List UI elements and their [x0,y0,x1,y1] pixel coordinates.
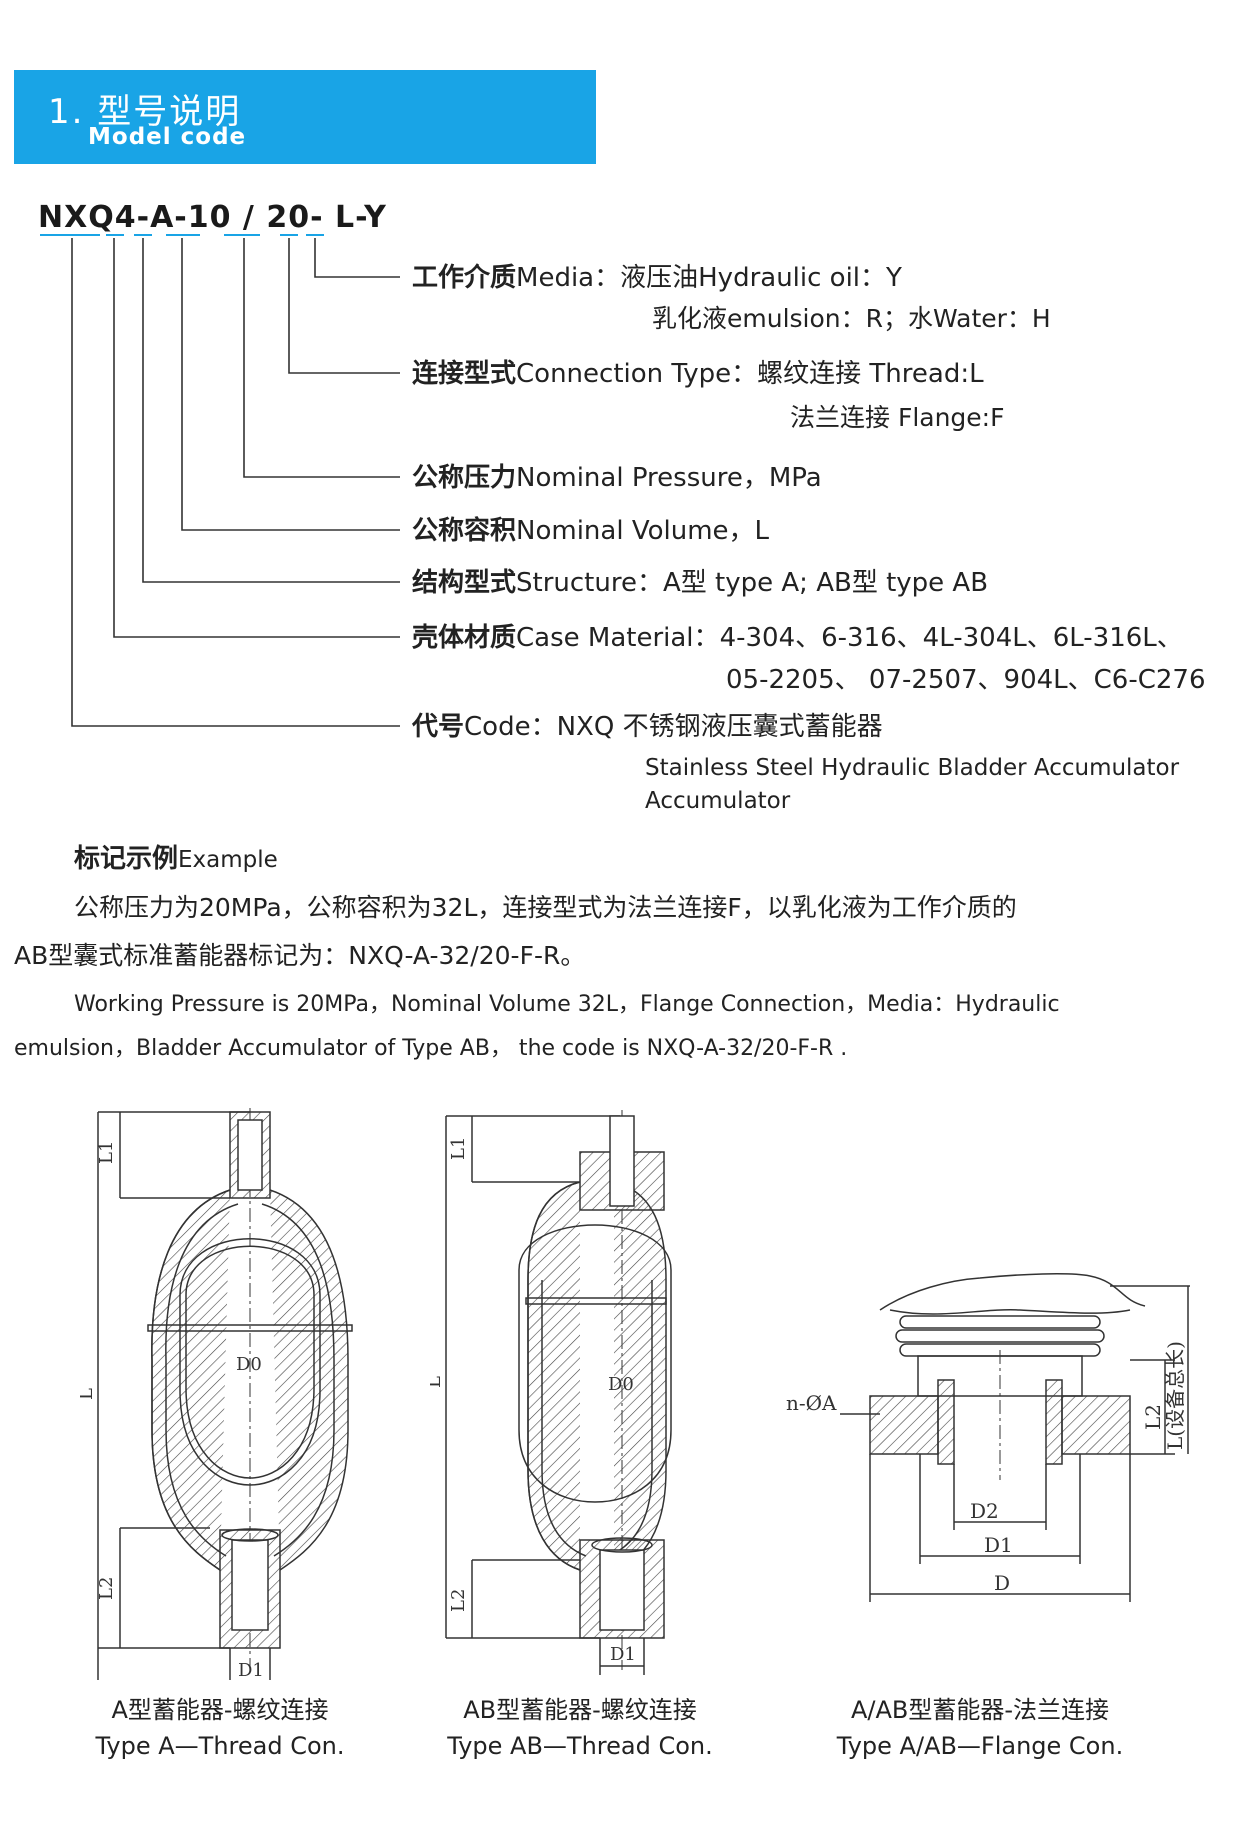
entry-code-label-cn: 代号 [412,712,465,742]
caption-type-ab-thread: AB型蓄能器-螺纹连接 Type AB—Thread Con. [410,1692,750,1764]
dim-label-d0-ab: D0 [608,1374,634,1395]
dim-label-d1: D1 [238,1660,264,1680]
leader-code [71,238,400,727]
caption-flange-con-cn: A/AB型蓄能器-法兰连接 [850,1696,1110,1724]
dim-label-d1-flange: D1 [984,1533,1013,1557]
caption-type-a-thread: A型蓄能器-螺纹连接 Type A—Thread Con. [60,1692,380,1764]
example-cn-line2: AB型囊式标准蓄能器标记为：NXQ-A-32/20-F-R。 [14,941,586,970]
leader-material [113,238,400,638]
section-title-cn: 1. 型号说明 [48,92,242,132]
entry-material: 壳体材质Case Material：4-304、6-316、4L-304L、6L… [412,623,1183,653]
entry-code-label-en: Code [464,712,531,742]
entry-code-text3: Accumulator [645,788,791,814]
entry-media-label-cn: 工作介质 [412,263,517,293]
example-title: 标记示例Example [74,838,278,875]
entry-media-text1: 液压油Hydraulic oil：Y [620,263,902,293]
caption-flange-con-en: Type A/AB—Flange Con. [836,1732,1124,1760]
leader-pressure [243,238,400,478]
leader-connection [288,238,400,374]
dim-label-d: D [994,1571,1010,1595]
entry-connection: 连接型式Connection Type：螺纹连接 Thread:L [412,359,984,389]
entry-material-text1: 4-304、6-316、4L-304L、6L-316L、 [719,623,1183,653]
entry-connection-label-cn: 连接型式 [412,359,517,389]
dim-label-d2: D2 [970,1499,999,1523]
model-code-leader-lines [40,234,400,727]
dim-label-d0: D0 [236,1354,262,1375]
model-code-string: NXQ4-A-10 / 20- L-Y [38,200,387,235]
dim-label-na: n-ØA [786,1391,837,1415]
section-header: 1. 型号说明 Model code [14,70,596,164]
entry-material-label-en: Case Material [516,623,694,653]
caption-flange-con: A/AB型蓄能器-法兰连接 Type A/AB—Flange Con. [790,1692,1170,1764]
entry-connection-text1: 螺纹连接 Thread:L [757,359,984,389]
entry-code-text2: Stainless Steel Hydraulic Bladder Accumu… [645,755,1180,781]
entry-pressure-label-en: Nominal Pressure，MPa [516,463,822,493]
entry-media-text2: 乳化液emulsion：R；水Water：H [652,304,1051,333]
dim-label-ltotal: L(设备总长) [1163,1341,1187,1450]
entry-code: 代号Code：NXQ 不锈钢液压囊式蓄能器 [412,712,883,742]
example-cn-line1: 公称压力为20MPa，公称容积为32L，连接型式为法兰连接F，以乳化液为工作介质… [74,893,1017,922]
drawing-flange-con: D2 D1 D n-ØA L2 L(设备总长) [786,1273,1190,1602]
entry-volume-label-cn: 公称容积 [412,516,517,546]
leader-volume [181,238,400,531]
dim-label-l-ab: L [430,1376,445,1388]
drawing-type-a-thread: L1 L L2 D0 D1 [80,1108,353,1680]
entry-structure-label-en: Structure [516,568,637,598]
drawing-type-ab-thread: L1 L L2 D0 D1 [430,1110,672,1675]
caption-type-ab-thread-en: Type AB—Thread Con. [447,1732,713,1760]
dim-label-l: L [80,1388,97,1400]
entry-material-label-cn: 壳体材质 [412,623,517,653]
dim-label-l2-flange: L2 [1141,1404,1165,1430]
entry-volume: 公称容积Nominal Volume，L [412,515,769,547]
entry-volume-label-en: Nominal Volume，L [516,516,770,546]
example-title-cn: 标记示例 [74,844,179,874]
entry-structure: 结构型式Structure：A型 type A; AB型 type AB [412,568,989,598]
caption-type-a-thread-en: Type A—Thread Con. [95,1732,345,1760]
entry-structure-text1: A型 type A; AB型 type AB [662,568,989,598]
dim-label-l1: L1 [96,1141,117,1164]
leader-structure [142,238,400,583]
entry-connection-label-en: Connection Type [516,359,732,389]
dim-label-l2: L2 [96,1577,117,1600]
entry-code-text1: NXQ 不锈钢液压囊式蓄能器 [556,712,883,742]
entry-pressure: 公称压力Nominal Pressure，MPa [412,462,822,494]
entry-material-text2: 05-2205、 07-2507、904L、C6-C276 [726,665,1206,695]
dim-label-l2-ab: L2 [448,1589,469,1612]
section-title-en: Model code [88,124,247,150]
caption-type-ab-thread-cn: AB型蓄能器-螺纹连接 [463,1696,697,1724]
example-title-en: Example [178,847,278,873]
entry-structure-label-cn: 结构型式 [412,568,517,598]
entry-connection-text2: 法兰连接 Flange:F [790,403,1005,432]
dim-label-d1-ab: D1 [610,1644,636,1665]
entry-media-label-en: Media [516,263,595,293]
example-en-line1: Working Pressure is 20MPa，Nominal Volume… [74,992,1060,1017]
entry-media: 工作介质Media：液压油Hydraulic oil：Y [412,263,902,293]
leader-media [314,238,400,278]
example-en-line2: emulsion，Bladder Accumulator of Type AB，… [14,1036,848,1061]
caption-type-a-thread-cn: A型蓄能器-螺纹连接 [111,1696,329,1724]
entry-pressure-label-cn: 公称压力 [412,463,517,493]
dim-label-l1-ab: L1 [448,1137,469,1160]
